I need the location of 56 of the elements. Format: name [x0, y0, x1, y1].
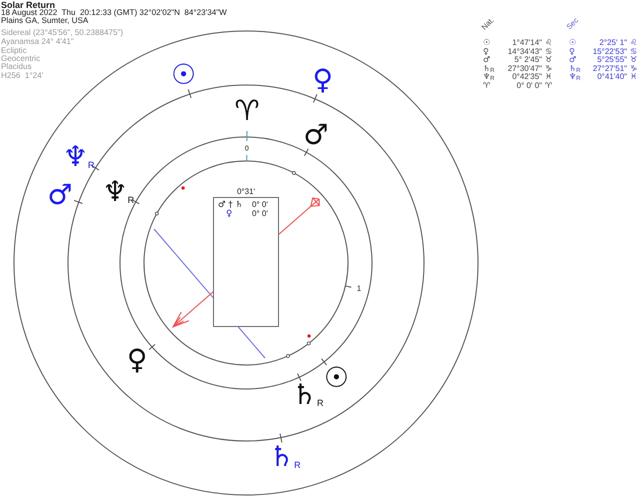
- position-value: 5°25'55": [597, 56, 627, 64]
- position-value: 0° 0' 0": [516, 82, 542, 90]
- planet-symbol: ♂: [569, 56, 576, 64]
- zodiac-sign: ♑: [630, 64, 638, 73]
- planet-symbol: ♂: [303, 120, 328, 149]
- planet-symbol: ☉: [483, 39, 490, 47]
- settings-text: H256 1°24': [1, 72, 44, 80]
- planet-symbol: ♀: [312, 66, 333, 94]
- planet-symbol: ♆$_{R}$: [569, 73, 581, 82]
- zodiac-sign: ♑: [545, 64, 552, 73]
- planet-symbol: ♄$_{R}$: [483, 64, 495, 74]
- date-time-text: 18 August 2022 Thu 20:12:33 (GMT) 32°02'02"N 84°23'34"W: [1, 8, 227, 17]
- planet-symbols: ♂ † ♄: [218, 200, 243, 209]
- position-value: 2°25' 1": [599, 39, 627, 47]
- settings-text: Placidus: [1, 63, 32, 72]
- zodiac-sign: ♋: [545, 48, 552, 56]
- planet-symbol: ♂: [483, 56, 490, 64]
- planet-symbol: ☉: [569, 39, 576, 47]
- planet-symbol: ☉: [170, 61, 196, 90]
- position-value: 27°27'51": [592, 64, 627, 73]
- planet-symbol: ♄$_{R}$: [569, 64, 581, 74]
- degree-label: 0°31': [236, 188, 256, 196]
- location-text: Plains GA, Sumter, USA: [1, 17, 88, 26]
- planet-symbol: ♀: [226, 210, 232, 218]
- settings-text: Geocentric: [1, 54, 40, 63]
- position-value: 27°30'47": [508, 64, 542, 73]
- settings-text: Ayanamsa 24° 4'41": [1, 38, 74, 46]
- planet-symbol: ♂: [47, 181, 72, 210]
- position-value: 15°22'53": [592, 48, 627, 56]
- degree-value: 0° 0': [252, 201, 268, 209]
- house-number: 1: [356, 285, 362, 294]
- position-value: 5° 2'45": [514, 56, 542, 64]
- zodiac-sign: ♈: [483, 82, 490, 90]
- planet-symbol: ♀: [483, 48, 489, 56]
- zodiac-sign: ♈: [545, 82, 552, 90]
- position-value: 14°34'43": [508, 48, 542, 56]
- zodiac-sign: ♋: [630, 48, 638, 56]
- planet-symbol: ♀: [569, 48, 575, 56]
- zodiac-sign: ♓: [630, 73, 638, 82]
- settings-text: Sidereal (23°45'56", 50.2388475"): [1, 28, 124, 37]
- chart-title: Solar Return: [1, 0, 56, 10]
- position-value: 0°41'40": [597, 73, 627, 82]
- degree-value: 0° 0': [252, 210, 268, 218]
- settings-text: Ecliptic: [1, 46, 27, 55]
- zodiac-sign: ♓: [545, 73, 552, 82]
- position-value: 0°42'35": [512, 73, 542, 82]
- aspect-box: [213, 187, 279, 327]
- zodiac-sign: ♉: [630, 56, 638, 64]
- planet-symbol: ☉: [324, 364, 350, 392]
- zodiac-sign: ♌: [630, 39, 638, 47]
- planet-symbol: ♀: [126, 346, 148, 374]
- zodiac-sign: ♌: [545, 39, 552, 47]
- zodiac-sign: ♉: [545, 56, 552, 64]
- planet-symbol: ♆$_{R}$: [483, 73, 495, 82]
- zodiac-sign: ♈: [234, 97, 260, 125]
- position-value: 1°47'14": [512, 39, 542, 47]
